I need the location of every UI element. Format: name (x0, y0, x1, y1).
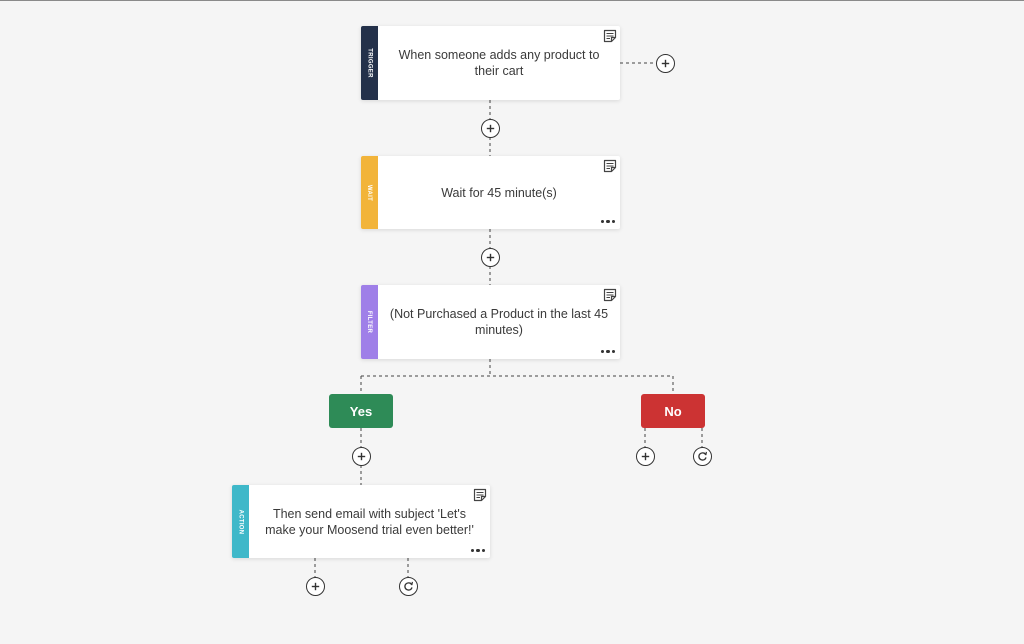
no-branch-button[interactable]: No (641, 394, 705, 428)
filter-step-text: (Not Purchased a Product in the last 45 … (389, 307, 609, 337)
action-tag-label: ACTION (237, 509, 244, 534)
ellipsis-icon[interactable] (601, 350, 615, 354)
add-parallel-trigger-button[interactable] (656, 54, 675, 73)
plus-icon (311, 582, 320, 591)
add-step-button[interactable] (481, 119, 500, 138)
plus-icon (661, 59, 670, 68)
filter-step-card[interactable]: FILTER (Not Purchased a Product in the l… (361, 285, 620, 359)
add-step-after-action-button[interactable] (306, 577, 325, 596)
yes-branch-button[interactable]: Yes (329, 394, 393, 428)
ellipsis-icon[interactable] (471, 549, 485, 553)
plus-icon (357, 452, 366, 461)
trigger-tag-label: TRIGGER (366, 48, 373, 78)
action-step-card[interactable]: ACTION Then send email with subject 'Let… (232, 485, 490, 558)
add-step-button[interactable] (481, 248, 500, 267)
plus-icon (486, 124, 495, 133)
plus-icon (641, 452, 650, 461)
wait-step-text: Wait for 45 minute(s) (441, 185, 557, 200)
ellipsis-icon[interactable] (601, 220, 615, 224)
wait-tag-label: WAIT (366, 184, 373, 201)
wait-step-card[interactable]: WAIT Wait for 45 minute(s) (361, 156, 620, 229)
refresh-icon (404, 581, 413, 591)
note-icon[interactable] (603, 29, 617, 43)
filter-tag-label: FILTER (366, 310, 373, 334)
plus-icon (486, 253, 495, 262)
refresh-icon (698, 451, 707, 461)
note-icon[interactable] (603, 159, 617, 173)
trigger-step-text: When someone adds any product to their c… (398, 48, 600, 78)
action-step-text: Then send email with subject 'Let's make… (265, 506, 474, 537)
loop-back-no-button[interactable] (693, 447, 712, 466)
note-icon[interactable] (473, 488, 487, 502)
filter-step-tag: FILTER (361, 285, 378, 359)
top-border (0, 0, 1024, 1)
trigger-step-tag: TRIGGER (361, 26, 378, 100)
loop-back-action-button[interactable] (399, 577, 418, 596)
action-step-tag: ACTION (232, 485, 249, 558)
add-step-yes-button[interactable] (352, 447, 371, 466)
add-step-no-button[interactable] (636, 447, 655, 466)
trigger-step-card[interactable]: TRIGGER When someone adds any product to… (361, 26, 620, 100)
wait-step-tag: WAIT (361, 156, 378, 229)
note-icon[interactable] (603, 288, 617, 302)
